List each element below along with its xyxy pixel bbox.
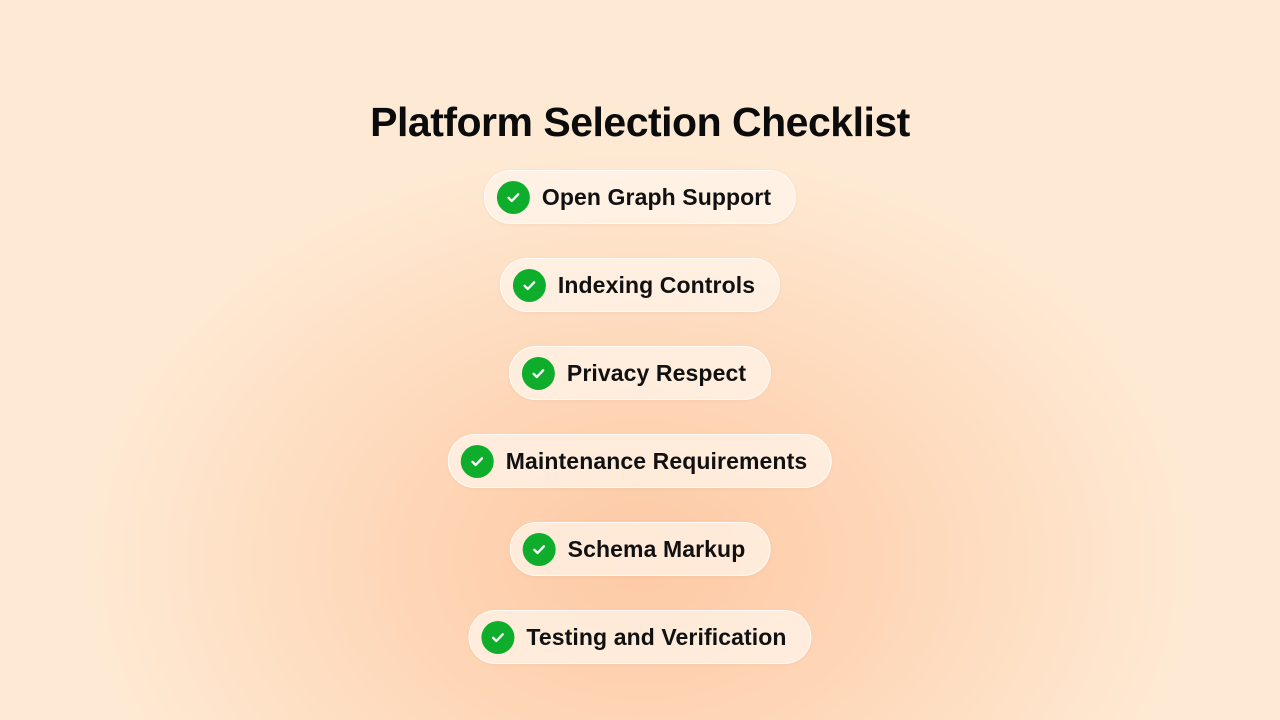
checklist-item-testing-and-verification: Testing and Verification	[468, 610, 812, 664]
checklist-item-schema-markup: Schema Markup	[509, 522, 771, 576]
checklist-item-label: Indexing Controls	[557, 271, 756, 298]
check-circle-icon	[481, 620, 515, 654]
checklist-item-maintenance-requirements: Maintenance Requirements	[447, 434, 833, 488]
checklist-item-label: Privacy Respect	[566, 359, 747, 386]
checklist-item-label: Open Graph Support	[541, 183, 772, 210]
check-circle-icon	[496, 180, 530, 214]
checklist-item-label: Maintenance Requirements	[505, 447, 808, 474]
checklist-item-privacy-respect: Privacy Respect	[508, 346, 772, 400]
check-circle-icon	[460, 444, 494, 478]
checklist-item-label: Schema Markup	[567, 535, 746, 562]
check-circle-icon	[522, 532, 556, 566]
check-circle-icon	[512, 268, 546, 302]
checklist-item-open-graph-support: Open Graph Support	[483, 170, 797, 224]
checklist-item-indexing-controls: Indexing Controls	[499, 258, 781, 312]
checklist-item-label: Testing and Verification	[526, 623, 787, 650]
check-circle-icon	[521, 356, 555, 390]
page-title: Platform Selection Checklist	[370, 99, 910, 146]
